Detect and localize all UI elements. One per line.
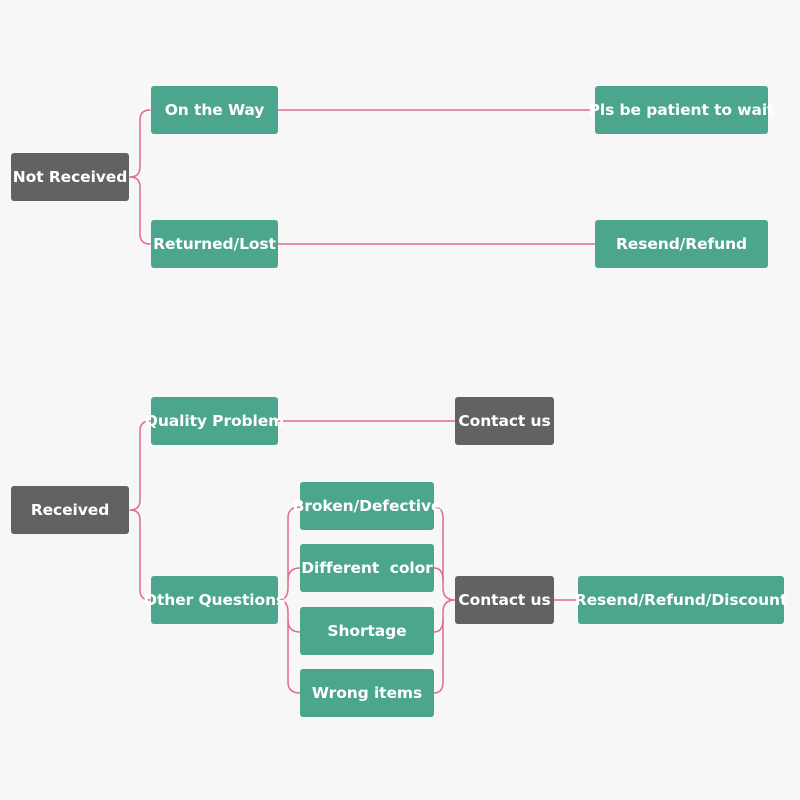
node-pls-be-patient: Pls be patient to wait [589,86,774,134]
connector-sub-item-different-color-right [433,567,444,581]
node-returned-lost: Returned/Lost [151,220,278,268]
connector-sub-item-different-color-left [287,567,301,581]
node-other-questions: Other Questions [144,576,285,624]
node-resend-refund-discount: Resend/Refund/Discount [575,576,787,624]
node-quality-problem: Quality Problem [145,397,284,445]
node-on-the-way: On the Way [151,86,278,134]
node-wrong-items: Wrong items [300,669,434,717]
node-different-color: Different color [300,544,434,592]
node-quality-contact-us: Contact us [455,397,554,445]
connector-sub-item-shortage-left [287,619,301,633]
node-shortage: Shortage [300,607,434,655]
node-broken-defective: Broken/Defective [293,482,441,530]
node-other-contact-us: Contact us [455,576,554,624]
connector-received-bracket [129,420,151,601]
connector-not-received-bracket [129,109,151,245]
node-received: Received [11,486,129,534]
connector-sub-item-shortage-right [433,619,444,633]
connector-sub-items-left-bracket [277,506,301,694]
node-not-received: Not Received [11,153,129,201]
node-resend-refund: Resend/Refund [595,220,768,268]
connector-sub-items-right-bracket [433,506,456,694]
